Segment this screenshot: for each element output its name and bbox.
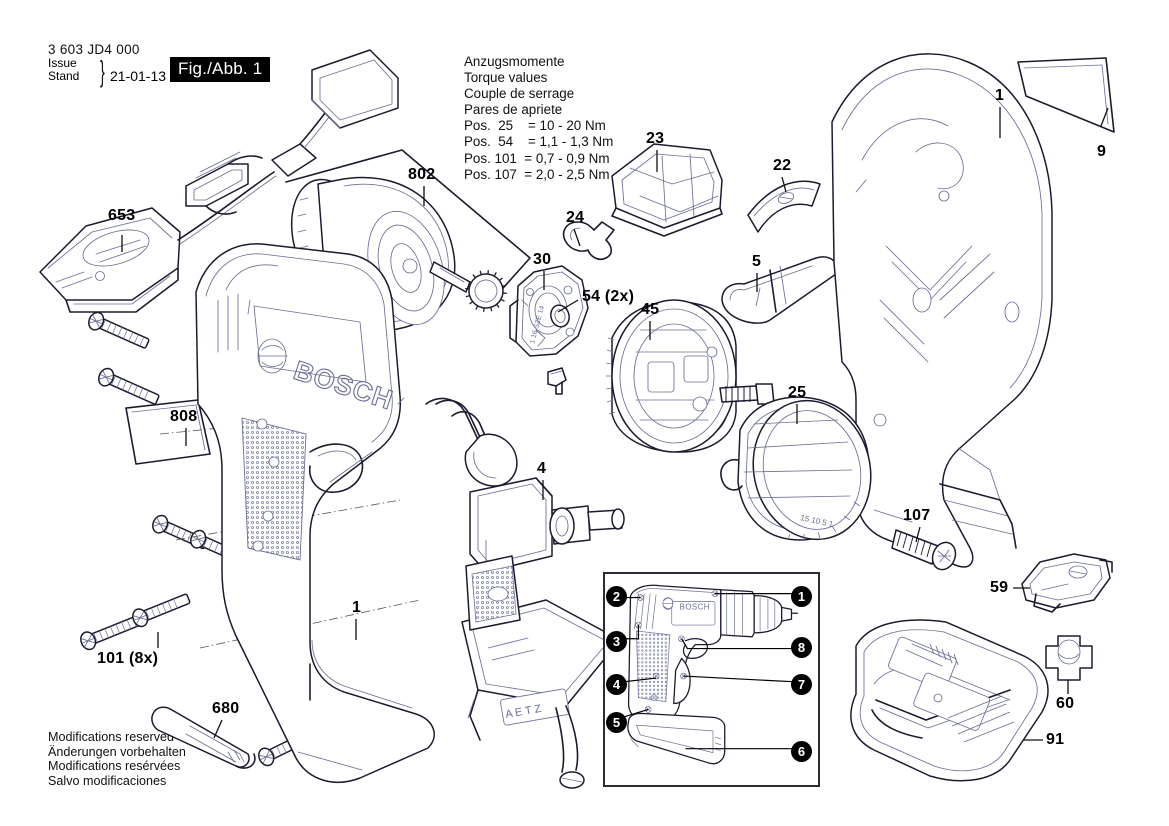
part-label-22: 22 xyxy=(773,157,792,174)
part-label-101: 101 (8x) xyxy=(97,650,159,667)
part-label-25: 25 xyxy=(788,384,807,401)
part-1-housing-left: BOSCH xyxy=(195,243,435,783)
modifications-notice: Modifications reserved Änderungen vorbeh… xyxy=(48,730,186,788)
inset-callout-5: 5 xyxy=(606,712,627,733)
inset-callout-2: 2 xyxy=(606,586,627,607)
part-101-screws xyxy=(80,311,421,767)
part-label-1-left: 1 xyxy=(352,599,362,616)
part-label-107: 107 xyxy=(903,507,931,524)
part-653-charger xyxy=(39,49,399,313)
issue-date: 21-01-13 xyxy=(110,68,167,84)
part-91-battery xyxy=(850,619,1049,782)
part-label-680: 680 xyxy=(212,700,240,717)
part-label-91: 91 xyxy=(1046,731,1065,748)
part-label-5: 5 xyxy=(752,253,762,270)
inset-artwork: .io { fill:#fff; stroke:#1b1b2e; stroke-… xyxy=(620,584,799,765)
part-label-54: 54 (2x) xyxy=(582,288,635,305)
inset-callout-6: 6 xyxy=(791,741,812,762)
part-label-45: 45 xyxy=(641,301,660,318)
inset-callout-8: 8 xyxy=(791,637,812,658)
issue-stand-labels: Issue Stand xyxy=(48,57,104,82)
part-59-bracket xyxy=(1021,553,1113,613)
figure-badge: Fig./Abb. 1 xyxy=(170,57,271,82)
part-25-torque-collar: 15 10 5 1 xyxy=(720,396,872,541)
part-23-pad xyxy=(611,143,723,237)
part-number: 3 603 JD4 000 xyxy=(48,42,140,57)
part-label-802: 802 xyxy=(408,166,436,183)
part-label-808: 808 xyxy=(170,408,198,425)
part-45-gearbox xyxy=(605,299,775,453)
part-label-23: 23 xyxy=(646,130,665,147)
part-label-30: 30 xyxy=(533,251,552,268)
inset-callout-1: 1 xyxy=(791,586,812,607)
part-9-label-strip xyxy=(1017,57,1115,133)
torque-values-block: Anzugsmomente Torque values Couple de se… xyxy=(464,54,614,182)
brace-glyph: } xyxy=(100,53,105,89)
part-680-bit xyxy=(151,706,256,769)
part-label-4: 4 xyxy=(537,460,547,477)
part-1-housing-right xyxy=(831,53,1053,568)
part-808-label xyxy=(125,399,211,465)
inset-callout-3: 3 xyxy=(606,631,627,652)
stand-label: Stand xyxy=(48,68,80,83)
inset-callout-4: 4 xyxy=(606,674,627,695)
part-22-curved-clip xyxy=(747,180,821,233)
inset-callout-7: 7 xyxy=(791,674,812,695)
part-24-clip xyxy=(562,221,615,261)
part-label-60: 60 xyxy=(1056,695,1075,712)
part-label-653: 653 xyxy=(108,207,136,224)
svg-text:BOSCH: BOSCH xyxy=(680,602,710,611)
part-107-bolt xyxy=(891,529,957,571)
issue-label: Issue xyxy=(48,56,77,70)
part-label-1-right: 1 xyxy=(995,87,1005,104)
part-60-cross-washer xyxy=(1045,635,1093,681)
assembled-drill-inset: .io { fill:#fff; stroke:#1b1b2e; stroke-… xyxy=(603,572,820,787)
part-label-59: 59 xyxy=(990,579,1009,596)
part-30-gear-plate: 1 16 SZE 14 xyxy=(509,265,589,395)
part-label-9: 9 xyxy=(1097,143,1107,160)
part-4-switch: A E T Z xyxy=(425,397,625,789)
part-802-motor xyxy=(285,149,531,332)
part-label-24: 24 xyxy=(566,209,585,226)
